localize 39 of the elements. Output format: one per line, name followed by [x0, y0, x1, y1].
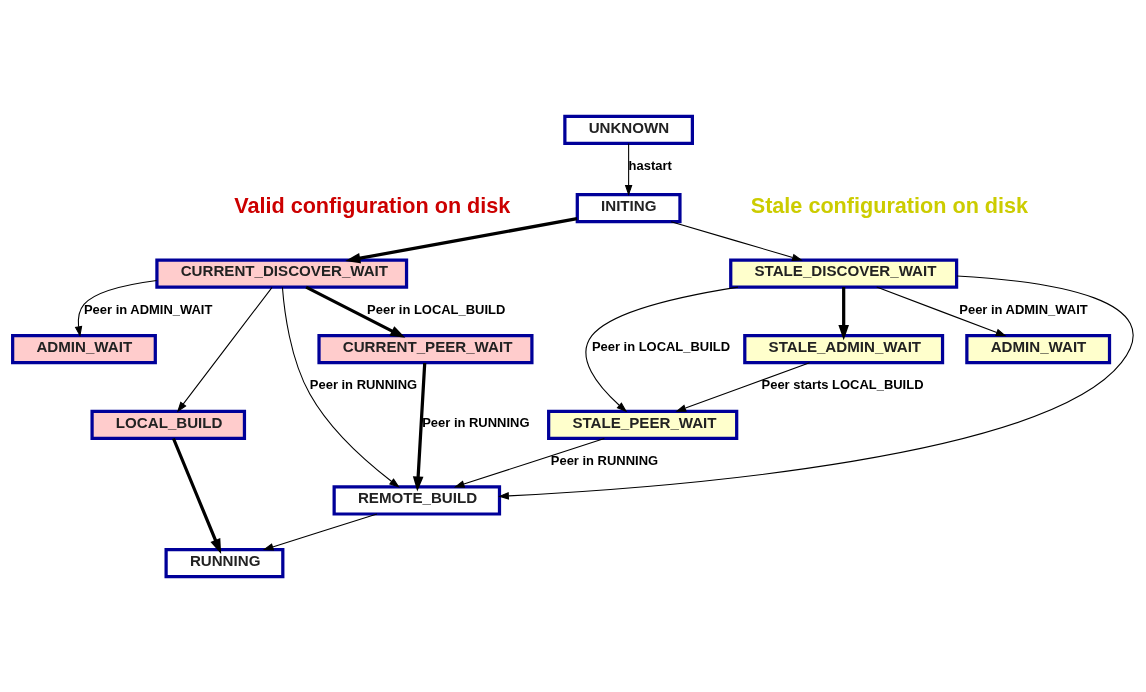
edge-label: Peer in RUNNING — [422, 414, 530, 430]
node-box: CURRENT_DISCOVER_WAIT — [155, 257, 409, 289]
arrow — [262, 513, 378, 550]
node-box: CURRENT_PEER_WAIT — [317, 333, 534, 364]
node-box: STALE_DISCOVER_WAIT — [729, 257, 959, 289]
arrow — [281, 286, 400, 488]
edge-label: Peer in ADMIN_WAIT — [83, 301, 213, 317]
arrow — [74, 279, 158, 337]
edge-label: Peer in RUNNING — [309, 376, 418, 392]
node-box: ADMIN_WAIT — [965, 333, 1112, 364]
node-box: LOCAL_BUILD — [90, 409, 247, 440]
arrow — [176, 286, 273, 412]
arrow — [838, 286, 849, 340]
arrow — [670, 220, 803, 261]
node-box: REMOTE_BUILD — [332, 484, 502, 516]
edge-label: Peer in LOCAL_BUILD — [367, 301, 506, 317]
edge-label: Peer in ADMIN_WAIT — [959, 301, 1088, 317]
arrow — [305, 285, 406, 338]
node-box: STALE_PEER_WAIT — [547, 409, 739, 440]
arrow — [453, 437, 605, 488]
arrow — [675, 361, 811, 412]
node-box: ADMIN_WAIT — [11, 333, 157, 364]
edge-label: Peer in LOCAL_BUILD — [591, 338, 731, 354]
node-box: INITING — [575, 192, 682, 223]
arrow — [876, 286, 1007, 336]
label: Stale configuration on disk — [750, 192, 1029, 217]
node-box: RUNNING — [164, 547, 285, 578]
arrow — [498, 274, 1134, 500]
node-box: STALE_ADMIN_WAIT — [743, 333, 945, 364]
node-box: UNKNOWN — [563, 114, 694, 145]
arrow — [412, 362, 427, 492]
arrow — [585, 286, 739, 412]
edge-label: Peer in RUNNING — [550, 452, 659, 468]
edge-label: hastart — [628, 157, 672, 173]
arrow — [345, 216, 578, 263]
edge-label: Peer starts LOCAL_BUILD — [761, 376, 924, 392]
label: Valid configuration on disk — [234, 192, 511, 217]
arrow — [624, 142, 633, 196]
arrow — [171, 437, 222, 554]
